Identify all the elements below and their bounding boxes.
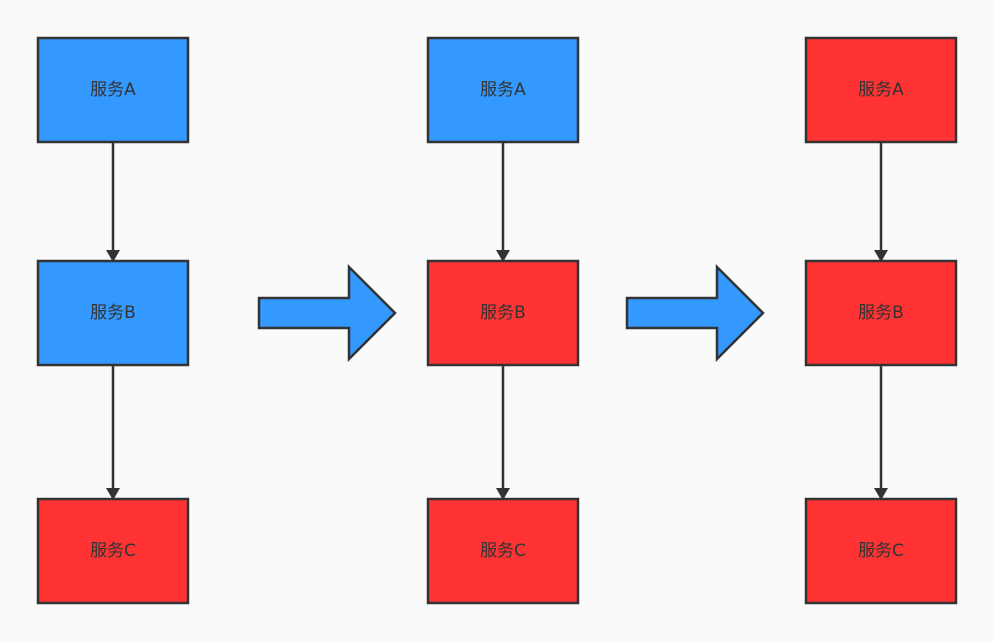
service-node-c: 服务C: [804, 497, 958, 605]
service-label-a: 服务A: [480, 80, 526, 100]
service-label-c: 服务C: [858, 541, 904, 561]
service-node-c: 服务C: [36, 497, 190, 605]
service-node-a: 服务A: [426, 36, 580, 144]
service-label-a: 服务A: [90, 80, 136, 100]
transition-arrow-1: [257, 263, 397, 363]
stage-1: 服务A 服务B 服务C: [36, 36, 190, 605]
service-label-b: 服务B: [90, 303, 136, 323]
service-box-b: [426, 259, 580, 367]
service-label-c: 服务C: [480, 541, 526, 561]
service-node-a: 服务A: [36, 36, 190, 144]
service-node-a: 服务A: [804, 36, 958, 144]
stage-3: 服务A 服务B 服务C: [804, 36, 958, 605]
service-box-c: [36, 497, 190, 605]
service-label-b: 服务B: [858, 303, 904, 323]
stage-2: 服务A 服务B 服务C: [426, 36, 580, 605]
transition-arrow-2: [625, 263, 765, 363]
service-label-c: 服务C: [90, 541, 136, 561]
service-box-b: [36, 259, 190, 367]
service-label-a: 服务A: [858, 80, 904, 100]
service-box-b: [804, 259, 958, 367]
service-node-b: 服务B: [804, 259, 958, 367]
service-node-b: 服务B: [426, 259, 580, 367]
service-box-a: [804, 36, 958, 144]
service-box-a: [426, 36, 580, 144]
service-node-c: 服务C: [426, 497, 580, 605]
service-label-b: 服务B: [480, 303, 526, 323]
service-box-a: [36, 36, 190, 144]
service-box-c: [804, 497, 958, 605]
service-node-b: 服务B: [36, 259, 190, 367]
service-box-c: [426, 497, 580, 605]
